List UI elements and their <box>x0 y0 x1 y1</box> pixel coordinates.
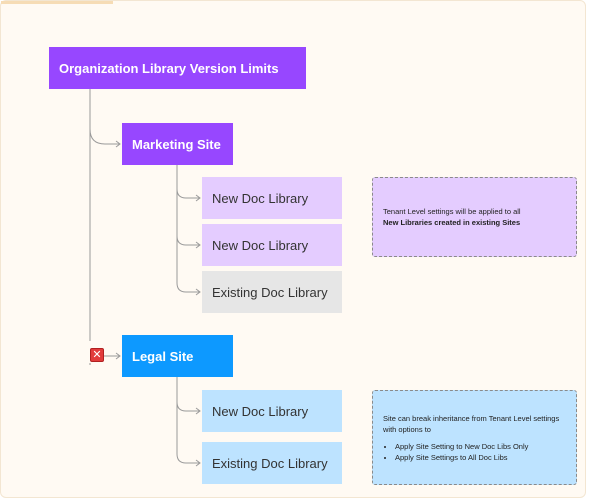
connector-legal-lib1 <box>176 401 200 412</box>
legal-note-option: Apply Site Setting to New Doc Libs Only <box>395 441 566 452</box>
marketing-note: Tenant Level settings will be applied to… <box>372 177 577 257</box>
legal-note-options: Apply Site Setting to New Doc Libs Only … <box>383 441 566 463</box>
legal-note-text: Site can break inheritance from Tenant L… <box>383 413 560 434</box>
legal-library-node[interactable]: New Doc Library <box>202 390 342 432</box>
marketing-site-node[interactable]: Marketing Site <box>122 123 233 165</box>
connector-mkt-lib2 <box>176 235 200 246</box>
legal-site-node[interactable]: Legal Site <box>122 335 233 377</box>
marketing-library-node[interactable]: Existing Doc Library <box>202 271 342 313</box>
library-label: Existing Doc Library <box>212 284 328 300</box>
marketing-note-line2: New Libraries created in existing Sites <box>383 218 521 227</box>
x-mark-icon: ✕ <box>90 348 104 362</box>
marketing-library-node[interactable]: New Doc Library <box>202 224 342 266</box>
connectors <box>89 89 201 467</box>
connector-mkt-lib3 <box>176 282 200 293</box>
library-label: New Doc Library <box>212 237 309 253</box>
marketing-note-line1: Tenant Level settings will be applied to… <box>383 207 521 216</box>
connector-mkt-lib1 <box>176 188 200 199</box>
canvas-tab <box>1 1 113 4</box>
legal-library-node[interactable]: Existing Doc Library <box>202 442 342 484</box>
library-label: New Doc Library <box>212 403 309 419</box>
connector-root-marketing <box>89 128 120 145</box>
legal-note-option: Apply Site Settings to All Doc Libs <box>395 452 566 463</box>
marketing-site-label: Marketing Site <box>132 136 221 152</box>
marketing-library-node[interactable]: New Doc Library <box>202 177 342 219</box>
library-label: Existing Doc Library <box>212 455 328 471</box>
root-node[interactable]: Organization Library Version Limits <box>49 47 306 89</box>
legal-note: Site can break inheritance from Tenant L… <box>372 390 577 485</box>
root-label: Organization Library Version Limits <box>59 60 279 76</box>
legal-site-label: Legal Site <box>132 348 194 364</box>
library-label: New Doc Library <box>212 190 309 206</box>
connector-legal-lib2 <box>176 453 200 464</box>
